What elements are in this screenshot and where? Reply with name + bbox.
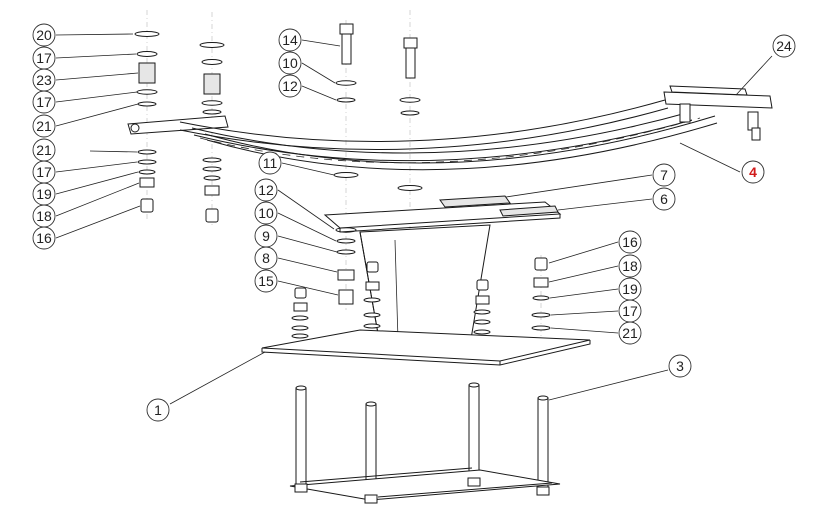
nut-8 [337,269,355,281]
washer-17a [136,51,158,57]
balloon-9: 9 [254,224,278,248]
bolt-14 [339,23,354,65]
balloon-10a: 10 [278,51,302,75]
leader-lines [55,33,773,405]
balloon-23: 23 [32,68,56,92]
washer-9 [336,249,356,255]
balloon-16b: 16 [618,230,642,254]
balloon-11: 11 [258,151,282,175]
washer-20 [134,31,160,37]
balloon-20-label: 20 [36,27,52,43]
plate-11 [333,172,359,178]
cap-16a [140,198,154,213]
balloon-10b: 10 [254,201,278,225]
balloon-18a: 18 [32,204,56,228]
balloon-21-label: 21 [36,118,52,134]
washer-17b [136,89,158,95]
top-plate-6 [323,201,562,233]
balloon-4: 4 [741,160,765,184]
left-hardware-stack [134,31,160,213]
washer-17c [137,159,157,165]
washer-10b [336,238,356,244]
balloon-16-label: 16 [622,234,638,250]
balloon-15-label: 15 [258,273,274,289]
balloon-9-label: 9 [262,228,270,244]
balloon-17-label: 17 [36,164,52,180]
balloon-19a: 19 [32,182,56,206]
spacer-15 [338,289,354,305]
balloon-3-label: 3 [676,358,684,374]
balloon-11-label: 11 [263,155,278,171]
balloon-12-label: 12 [258,182,274,198]
balloon-6: 6 [652,187,676,211]
balloon-21b: 21 [32,138,56,162]
right-hardware-stack [531,257,551,331]
nut-18a [139,177,155,188]
washer-21b [137,149,157,155]
balloon-4-label: 4 [749,164,757,180]
callout-balloons: 20 17 23 17 21 21 17 19 [32,23,796,422]
balloon-1-label: 1 [154,402,162,418]
balloon-8-label: 8 [262,250,270,266]
balloon-24: 24 [772,34,796,58]
balloon-17a: 17 [32,46,56,70]
bushing-23 [138,62,156,84]
balloon-17-label: 17 [36,94,52,110]
balloon-10-label: 10 [282,55,298,71]
left-hardware-stack-2 [199,42,225,223]
washer-21a [137,101,157,107]
balloon-17-label: 17 [622,303,638,319]
lower-frame [289,467,561,504]
balloon-17b: 17 [32,90,56,114]
balloon-18-label: 18 [36,208,52,224]
balloon-19-label: 19 [36,186,52,202]
balloon-16-label: 16 [36,230,52,246]
balloon-23-label: 23 [36,72,52,88]
balloon-20: 20 [32,23,56,47]
balloon-18b: 18 [618,254,642,278]
balloon-3: 3 [668,354,692,378]
balloon-21-label: 21 [36,142,52,158]
balloon-21a: 21 [32,114,56,138]
balloon-21c: 21 [618,321,642,345]
balloon-17c: 17 [32,160,56,184]
balloon-12a: 12 [278,74,302,98]
washer-19a [138,169,156,175]
balloon-7-label: 7 [660,167,668,183]
corner-hardware-stacks [291,261,491,339]
washer-10a [335,80,357,86]
balloon-8: 8 [254,246,278,270]
leaf-spring-4 [127,85,773,171]
balloon-24-label: 24 [776,38,792,54]
balloon-10-label: 10 [258,205,274,221]
balloon-6-label: 6 [660,191,668,207]
balloon-17d: 17 [618,299,642,323]
balloon-1: 1 [146,398,170,422]
balloon-7: 7 [652,163,676,187]
balloon-12-label: 12 [282,78,298,94]
balloon-16a: 16 [32,226,56,250]
balloon-19-label: 19 [622,281,638,297]
washer-12a [336,97,356,103]
bolt-right [403,37,418,79]
balloon-14-label: 14 [282,32,298,48]
balloon-14: 14 [278,28,302,52]
balloon-17-label: 17 [36,50,52,66]
balloon-18-label: 18 [622,258,638,274]
base-plate-1 [261,329,591,366]
balloon-19b: 19 [618,277,642,301]
balloon-21-label: 21 [622,325,638,341]
pad-7 [439,195,559,217]
balloon-15: 15 [254,269,278,293]
balloon-12b: 12 [254,178,278,202]
